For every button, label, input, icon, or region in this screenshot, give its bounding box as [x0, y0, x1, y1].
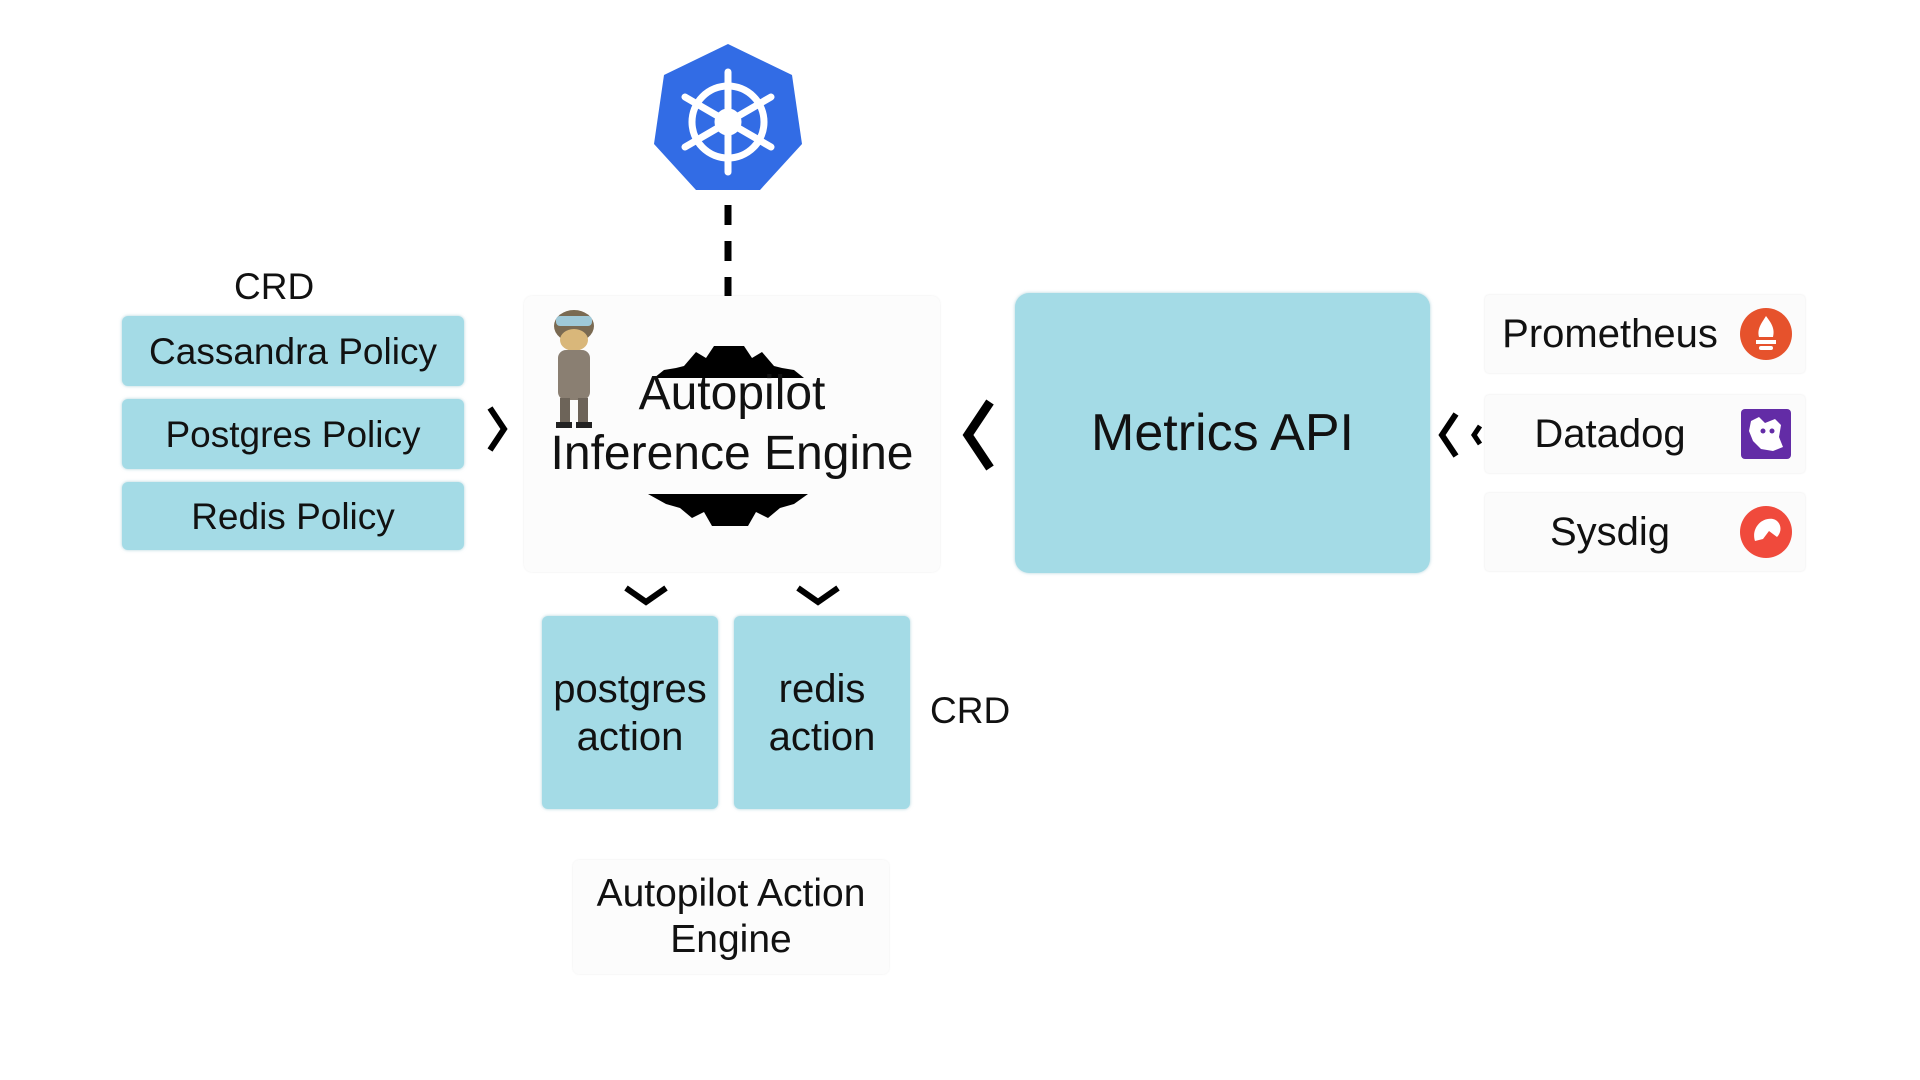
sysdig-source-box: Sysdig — [1485, 493, 1805, 571]
redis-action-line2: action — [768, 714, 876, 759]
inference-engine-title: Autopilot Inference Engine — [524, 364, 940, 484]
cassandra-policy-box: Cassandra Policy — [122, 316, 464, 386]
chevron-down-icon — [796, 585, 840, 606]
redis-policy-label: Redis Policy — [191, 495, 395, 537]
sysdig-icon — [1740, 506, 1792, 558]
postgres-action-line2: action — [576, 714, 684, 759]
cassandra-policy-label: Cassandra Policy — [149, 330, 437, 372]
policy-crd-label: CRD — [234, 266, 315, 307]
kubernetes-connector — [724, 205, 732, 297]
action-engine-line1: Autopilot Action — [596, 872, 866, 915]
action-engine-line2: Engine — [670, 918, 792, 961]
engine-title-line2: Inference Engine — [550, 427, 914, 480]
postgres-policy-box: Postgres Policy — [122, 399, 464, 469]
redis-action-line1: redis — [778, 666, 866, 711]
postgres-action-line1: postgres — [553, 666, 707, 711]
chevron-down-icon — [624, 585, 668, 606]
datadog-label: Datadog — [1534, 411, 1686, 456]
gear-icon — [648, 346, 808, 526]
datadog-icon — [1741, 409, 1791, 459]
engine-title-line1: Autopilot — [638, 367, 826, 420]
prometheus-icon — [1740, 308, 1792, 360]
datadog-source-box: Datadog — [1485, 395, 1805, 473]
redis-policy-box: Redis Policy — [122, 482, 464, 550]
postgres-policy-label: Postgres Policy — [165, 413, 421, 455]
redis-action-box: redis action — [734, 616, 910, 809]
kubernetes-icon — [654, 44, 802, 190]
sources-arrow — [1438, 412, 1483, 458]
metrics-arrow — [962, 399, 994, 471]
prometheus-source-box: Prometheus — [1485, 295, 1805, 373]
metrics-api-label: Metrics API — [1091, 404, 1354, 462]
policy-arrow — [487, 406, 508, 452]
postgres-action-box: postgres action — [542, 616, 718, 809]
action-crd-label: CRD — [930, 690, 1011, 731]
metrics-api-box: Metrics API — [1015, 293, 1430, 573]
sysdig-label: Sysdig — [1549, 509, 1671, 554]
mascot-icon — [554, 310, 594, 428]
prometheus-label: Prometheus — [1502, 311, 1718, 356]
action-engine-box: Autopilot Action Engine — [573, 860, 889, 974]
